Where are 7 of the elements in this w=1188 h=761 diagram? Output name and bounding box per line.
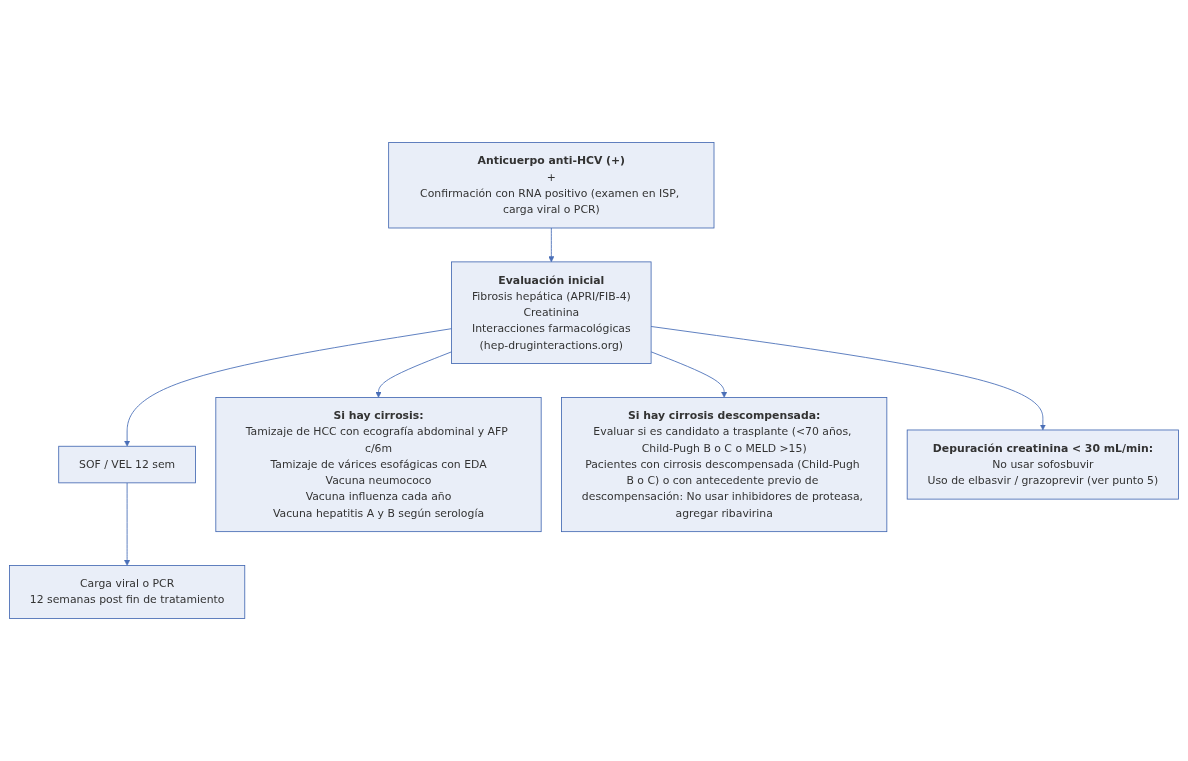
node-box: Depuración creatinina < 30 mL/min: No usar sofosbuvir Uso de elbasvir / grazoprevir (ver punto 5) xyxy=(906,429,1179,500)
node-box: SOF / VEL 12 sem xyxy=(58,445,196,484)
node-box: Anticuerpo anti-HCV (+) + Confirmación con RNA positivo (examen en ISP, carga viral o PCR) xyxy=(388,142,715,229)
node-box: Si hay cirrosis descompensada: Evaluar si es candidato a trasplante (<70 años, Child-Pugh B o C o MELD >15) Pacientes con cirrosis descompensada (Child-Pugh B o C) o con antecedente previo de descompensación: No usar inhibidores de proteasa, agregar ribavirina xyxy=(561,397,888,533)
node-box: Carga viral o PCR 12 semanas post fin de tratamiento xyxy=(9,565,246,619)
node-box: Si hay cirrosis: Tamizaje de HCC con ecografía abdominal y AFP c/6m Tamizaje de várices esofágicas con EDA Vacuna neumococo Vacuna influenza cada año Vacuna hepatitis A y B según serología xyxy=(215,397,542,533)
node-box: Evaluación inicial Fibrosis hepática (APRI/FIB-4) Creatinina Interacciones farmacológicas (hep-druginteractions.org) xyxy=(451,261,652,364)
